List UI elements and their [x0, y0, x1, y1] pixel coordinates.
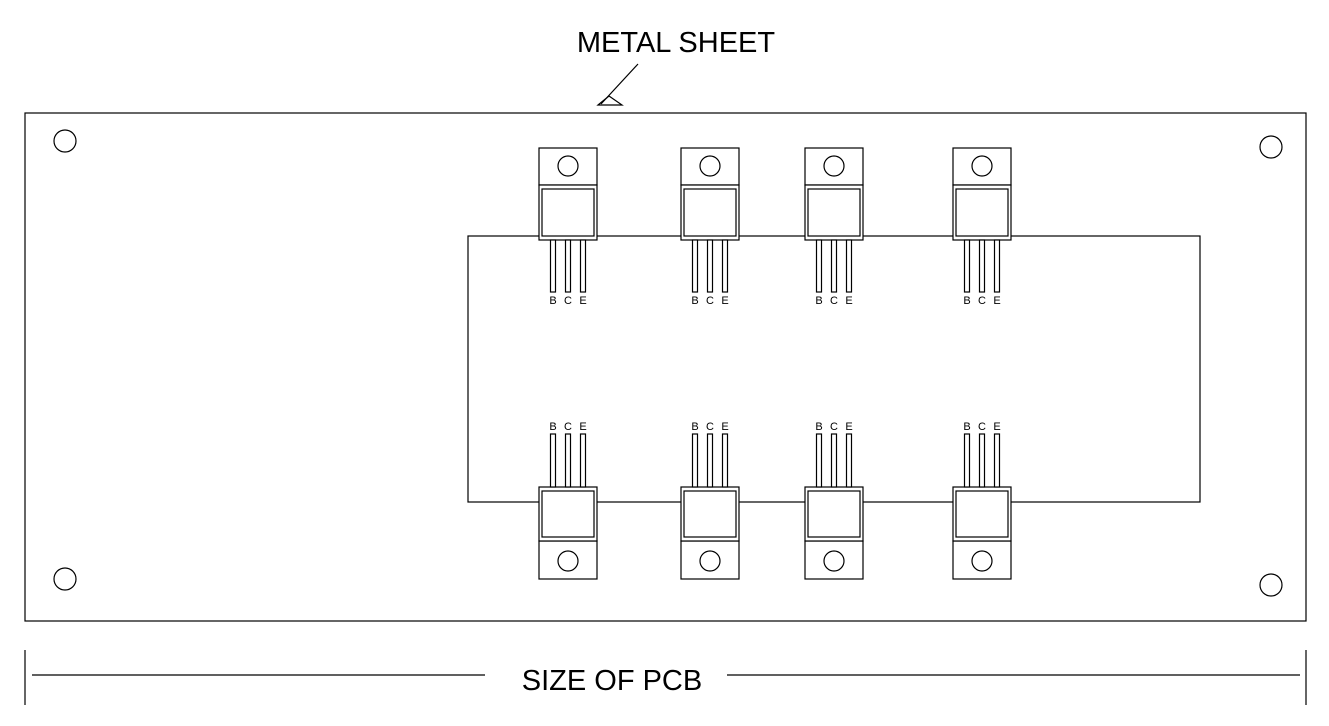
transistor-lead: [963, 433, 971, 488]
pin-label-e: E: [579, 295, 586, 307]
transistor-lead: [978, 239, 986, 293]
pin-label-e: E: [579, 421, 586, 433]
transistor-lead: [721, 239, 729, 293]
transistor-lead: [993, 239, 1001, 293]
transistor-lead: [963, 239, 971, 293]
transistor-lead: [579, 433, 587, 488]
transistor-body: [804, 486, 864, 542]
transistor-body: [804, 184, 864, 241]
transistor-lead: [815, 239, 823, 293]
transistor-lead: [564, 433, 572, 488]
pin-label-c: C: [706, 421, 714, 433]
transistor-body-inner: [683, 188, 737, 237]
transistor-lead: [845, 433, 853, 488]
transistor-body: [680, 184, 740, 241]
tab-hole-icon: [557, 155, 579, 177]
pin-label-e: E: [721, 295, 728, 307]
pin-label-c: C: [830, 295, 838, 307]
transistor-tab: [804, 540, 864, 580]
pin-label-c: C: [564, 295, 572, 307]
pin-label-c: C: [978, 421, 986, 433]
transistor-body: [952, 184, 1012, 241]
transistor-tab: [538, 540, 598, 580]
transistor-lead: [830, 433, 838, 488]
transistor-lead: [845, 239, 853, 293]
transistor-body-inner: [541, 188, 595, 237]
pin-label-b: B: [963, 295, 970, 307]
pcb-size-label: SIZE OF PCB: [522, 665, 702, 697]
pin-label-b: B: [815, 421, 822, 433]
transistor-body-inner: [807, 188, 861, 237]
tab-hole-icon: [823, 550, 845, 572]
pin-label-b: B: [549, 295, 556, 307]
pin-label-c: C: [706, 295, 714, 307]
transistor-lead: [830, 239, 838, 293]
tab-hole-icon: [557, 550, 579, 572]
transistor-tab: [680, 540, 740, 580]
transistor-lead: [706, 239, 714, 293]
pin-label-e: E: [993, 421, 1000, 433]
tab-hole-icon: [971, 550, 993, 572]
transistor-lead: [549, 239, 557, 293]
metal-sheet-label: METAL SHEET: [577, 27, 775, 59]
tab-hole-icon: [823, 155, 845, 177]
transistor-body-inner: [683, 490, 737, 538]
pin-label-b: B: [815, 295, 822, 307]
transistor-body: [538, 184, 598, 241]
pin-label-b: B: [691, 421, 698, 433]
tab-hole-icon: [699, 550, 721, 572]
transistor-body: [538, 486, 598, 542]
pin-label-c: C: [564, 421, 572, 433]
transistor-lead: [691, 433, 699, 488]
transistor-lead: [691, 239, 699, 293]
transistor-tab: [952, 147, 1012, 186]
transistor-lead: [721, 433, 729, 488]
pin-label-e: E: [721, 421, 728, 433]
transistor-lead: [815, 433, 823, 488]
transistor-lead: [564, 239, 572, 293]
transistor-body: [952, 486, 1012, 542]
transistor-body-inner: [955, 490, 1009, 538]
mounting-hole: [53, 129, 77, 153]
transistor-lead: [978, 433, 986, 488]
pin-label-e: E: [845, 295, 852, 307]
tab-hole-icon: [699, 155, 721, 177]
pin-label-b: B: [691, 295, 698, 307]
transistor-tab: [538, 147, 598, 186]
transistor-tab: [804, 147, 864, 186]
metal-sheet-pointer: [596, 95, 624, 106]
transistor-lead: [549, 433, 557, 488]
metal-sheet: [24, 112, 1307, 622]
transistor-body-inner: [955, 188, 1009, 237]
tab-hole-icon: [971, 155, 993, 177]
pin-label-c: C: [830, 421, 838, 433]
pin-label-b: B: [549, 421, 556, 433]
transistor-tab: [680, 147, 740, 186]
pin-label-e: E: [993, 295, 1000, 307]
pin-label-e: E: [845, 421, 852, 433]
transistor-body: [680, 486, 740, 542]
transistor-body-inner: [807, 490, 861, 538]
transistor-body-inner: [541, 490, 595, 538]
pin-label-b: B: [963, 421, 970, 433]
transistor-tab: [952, 540, 1012, 580]
mounting-hole: [1259, 135, 1283, 159]
pin-label-c: C: [978, 295, 986, 307]
transistor-lead: [993, 433, 1001, 488]
mounting-hole: [1259, 573, 1283, 597]
mounting-hole: [53, 567, 77, 591]
transistor-lead: [579, 239, 587, 293]
transistor-lead: [706, 433, 714, 488]
